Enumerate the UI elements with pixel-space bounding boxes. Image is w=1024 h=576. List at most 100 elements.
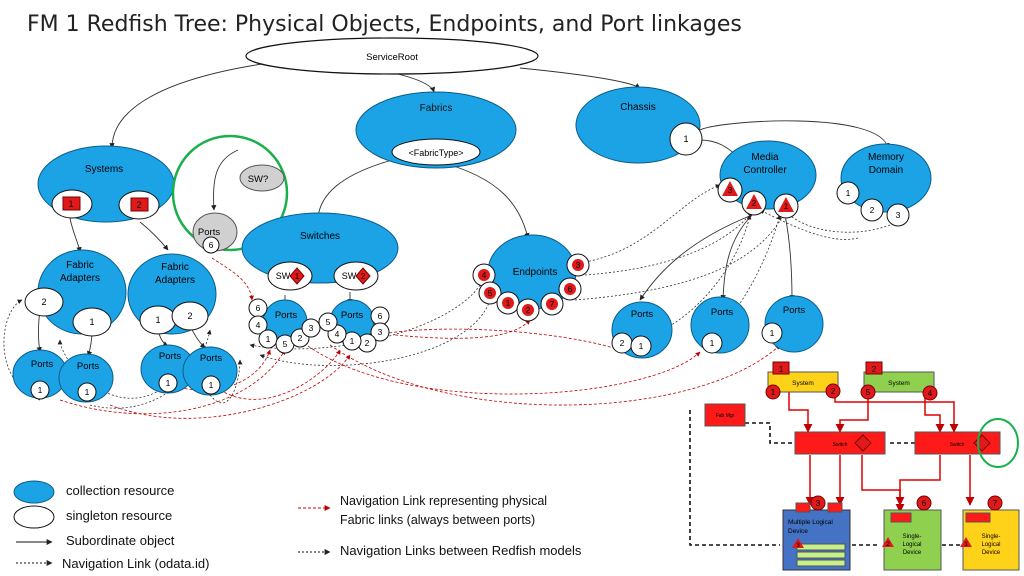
- endpoint-5-label: 5: [488, 288, 493, 298]
- sw2-port-3-label: 3: [378, 327, 383, 337]
- page-title: FM 1 Redfish Tree: Physical Objects, End…: [27, 12, 742, 37]
- fa2-node-1-label: 1: [155, 315, 160, 325]
- fabric-type-node[interactable]: [391, 138, 481, 166]
- chassis-1-node[interactable]: [669, 122, 703, 156]
- chassis-label: Chassis: [620, 102, 656, 113]
- chassis-collection[interactable]: [575, 86, 701, 164]
- md-node-3[interactable]: [886, 203, 910, 227]
- legend-navigation-text: Navigation Link (odata.id): [62, 556, 210, 571]
- mc-ports-b-label: Ports: [711, 307, 733, 318]
- fa1-node-1[interactable]: [72, 307, 112, 337]
- fa2-ports-b[interactable]: [182, 346, 238, 396]
- fa1-ports-b-1[interactable]: [77, 382, 97, 402]
- fa1-ports-b-1-label: 1: [85, 387, 90, 397]
- mc-node-1-label: 1: [784, 202, 789, 211]
- sw1-port-6-label: 6: [256, 303, 261, 313]
- md-node-1[interactable]: [836, 181, 860, 205]
- hw-switch-1-diamond: [854, 434, 872, 452]
- hw-badge-a5: 5: [866, 388, 871, 397]
- hw-badge-a4: 4: [928, 389, 933, 398]
- fa2-ports-a-label: Ports: [159, 351, 181, 362]
- switch-2-box-label: Switch: [950, 442, 965, 448]
- fa1-ports-b-label: Ports: [77, 361, 99, 372]
- grey-port-6[interactable]: [202, 236, 220, 254]
- legend-collection-text: collection resource: [66, 483, 175, 498]
- sw1-port-3[interactable]: [301, 318, 321, 338]
- sw2-port-5[interactable]: [318, 312, 338, 332]
- sw-unknown-node[interactable]: [239, 164, 285, 192]
- fa2-ports-b-label: Ports: [200, 353, 222, 364]
- hw-badge-d7: 7: [993, 499, 998, 508]
- systems-label: Systems: [85, 164, 123, 175]
- md-node-2[interactable]: [860, 198, 884, 222]
- system-1-badge: [62, 196, 81, 211]
- service-root-node[interactable]: [245, 37, 539, 75]
- memory-domain-collection[interactable]: [840, 143, 932, 213]
- hw-highlight-ellipse: [977, 418, 1019, 468]
- sw2-port-2-label: 2: [365, 338, 370, 348]
- endpoint-1-label: 1: [506, 298, 511, 308]
- fa2-node-2-label: 2: [187, 311, 192, 321]
- system-2-badge: [130, 197, 149, 212]
- hw-badge-a2: 2: [831, 387, 836, 396]
- highlight-circle: [171, 134, 289, 252]
- fa2-node-2[interactable]: [171, 301, 209, 331]
- system-1-label: 1: [68, 199, 73, 209]
- switch-1-port-nodes: 6 4 1 5 2 3: [248, 298, 321, 354]
- fa2-ports-a-1-label: 1: [166, 378, 171, 388]
- legend-singleton-symbol: [13, 505, 55, 529]
- media-controller-collection[interactable]: [719, 140, 817, 210]
- hw-badge-d3: 3: [816, 499, 821, 508]
- fa1-node-2-label: 2: [41, 297, 46, 307]
- legend-physical-text: Navigation Link representing physical Fa…: [340, 494, 548, 527]
- switch-2-port-nodes: 6 3 2 1 4 5: [318, 306, 390, 353]
- hw-tri-2: 2: [886, 541, 890, 548]
- sw2-port-3[interactable]: [370, 322, 390, 342]
- switch-2-label: SW: [342, 271, 357, 281]
- hardware-diagram: System System 1 2 1 2 5 4 Fab Mgr Switch…: [689, 361, 1020, 571]
- mc-ports-a-1[interactable]: [630, 335, 652, 357]
- sw1-port-5-label: 5: [283, 339, 288, 349]
- subordinate-links: [36, 63, 890, 357]
- system-1-box-label: System: [792, 380, 814, 387]
- fa1-ports-a-1[interactable]: [30, 380, 50, 400]
- fabrics-label: Fabrics: [420, 103, 453, 114]
- mc-ports: Ports 2 1 Ports 1 Ports 1: [611, 295, 824, 359]
- endpoint-6-label: 6: [568, 284, 573, 294]
- grey-port-6-label: 6: [209, 240, 214, 250]
- hw-sys-1-tag-label: 1: [779, 364, 784, 374]
- fa1-node-1-label: 1: [89, 317, 94, 327]
- md-node-3-label: 3: [896, 210, 901, 220]
- fa1-node-2[interactable]: [24, 287, 64, 317]
- switch-2-ports-label: Ports: [341, 310, 363, 321]
- legend-symbols: [13, 480, 331, 566]
- mc-node-2-label: 2: [752, 199, 757, 208]
- mc-ports-c-1[interactable]: [761, 322, 783, 344]
- mc-ports-b-1[interactable]: [701, 332, 723, 354]
- sw2-port-6-label: 6: [378, 311, 383, 321]
- adapter-ports: Ports 1 Ports 1 Ports 1 Ports 1: [12, 344, 238, 403]
- system-2-box[interactable]: [863, 371, 935, 393]
- fabric-manager-box[interactable]: [704, 403, 746, 427]
- system-2-label: 2: [136, 200, 141, 210]
- mc-ports-b-1-label: 1: [710, 338, 715, 348]
- mc-ports-a-1-label: 1: [639, 341, 644, 351]
- switch-2-diamond: [355, 267, 371, 285]
- service-root-label: ServiceRoot: [366, 52, 418, 63]
- fa2-ports-b-1[interactable]: [201, 375, 221, 395]
- endpoint-2-label: 2: [526, 305, 531, 315]
- hw-sys-1-tag: [772, 361, 790, 375]
- fa1-ports-b[interactable]: [58, 353, 114, 403]
- fa2-ports-a-1[interactable]: [158, 373, 178, 393]
- hw-badge-a1: 1: [771, 388, 776, 397]
- system-1-box[interactable]: [767, 371, 839, 393]
- endpoint-7-label: 7: [550, 299, 555, 309]
- sw1-port-4[interactable]: [248, 315, 268, 335]
- mld-slot-3: [796, 559, 846, 567]
